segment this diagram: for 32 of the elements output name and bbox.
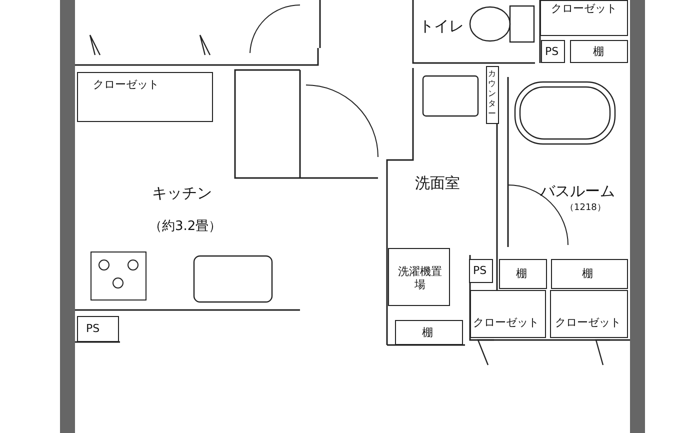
room-label: キッチン <box>152 186 212 201</box>
storage-area <box>470 290 546 338</box>
area-label: PS <box>86 323 100 334</box>
area-label: クローゼット <box>551 3 617 14</box>
area-label: カウンター <box>488 69 497 119</box>
area-label: クローゼット <box>473 317 539 328</box>
area-label: 棚 <box>516 268 527 279</box>
storage-area <box>540 0 628 36</box>
room-label: 洗面室 <box>415 176 460 191</box>
area-label: クローゼット <box>555 317 621 328</box>
room-size-label: （約3.2畳） <box>149 220 222 233</box>
area-label: 棚 <box>422 327 433 338</box>
appliance-space <box>388 248 450 306</box>
storage-area <box>486 66 499 124</box>
storage-area <box>550 290 628 338</box>
storage-area <box>551 259 628 289</box>
area-label: 洗濯機置場 <box>398 265 442 292</box>
storage-area <box>499 259 547 289</box>
storage-area <box>541 40 565 63</box>
room-label: トイレ <box>419 19 464 34</box>
room-size-label: （1218） <box>565 204 606 213</box>
area-label: クローゼット <box>93 79 159 90</box>
storage-area <box>77 316 119 342</box>
storage-area <box>77 72 213 122</box>
area-label: PS <box>473 265 487 276</box>
room-label: バスルーム <box>540 184 615 199</box>
storage-area <box>469 259 493 283</box>
storage-area <box>395 320 463 345</box>
area-label: 棚 <box>582 268 593 279</box>
area-label: 棚 <box>593 46 604 57</box>
storage-area <box>570 40 628 63</box>
area-label: PS <box>545 46 559 57</box>
